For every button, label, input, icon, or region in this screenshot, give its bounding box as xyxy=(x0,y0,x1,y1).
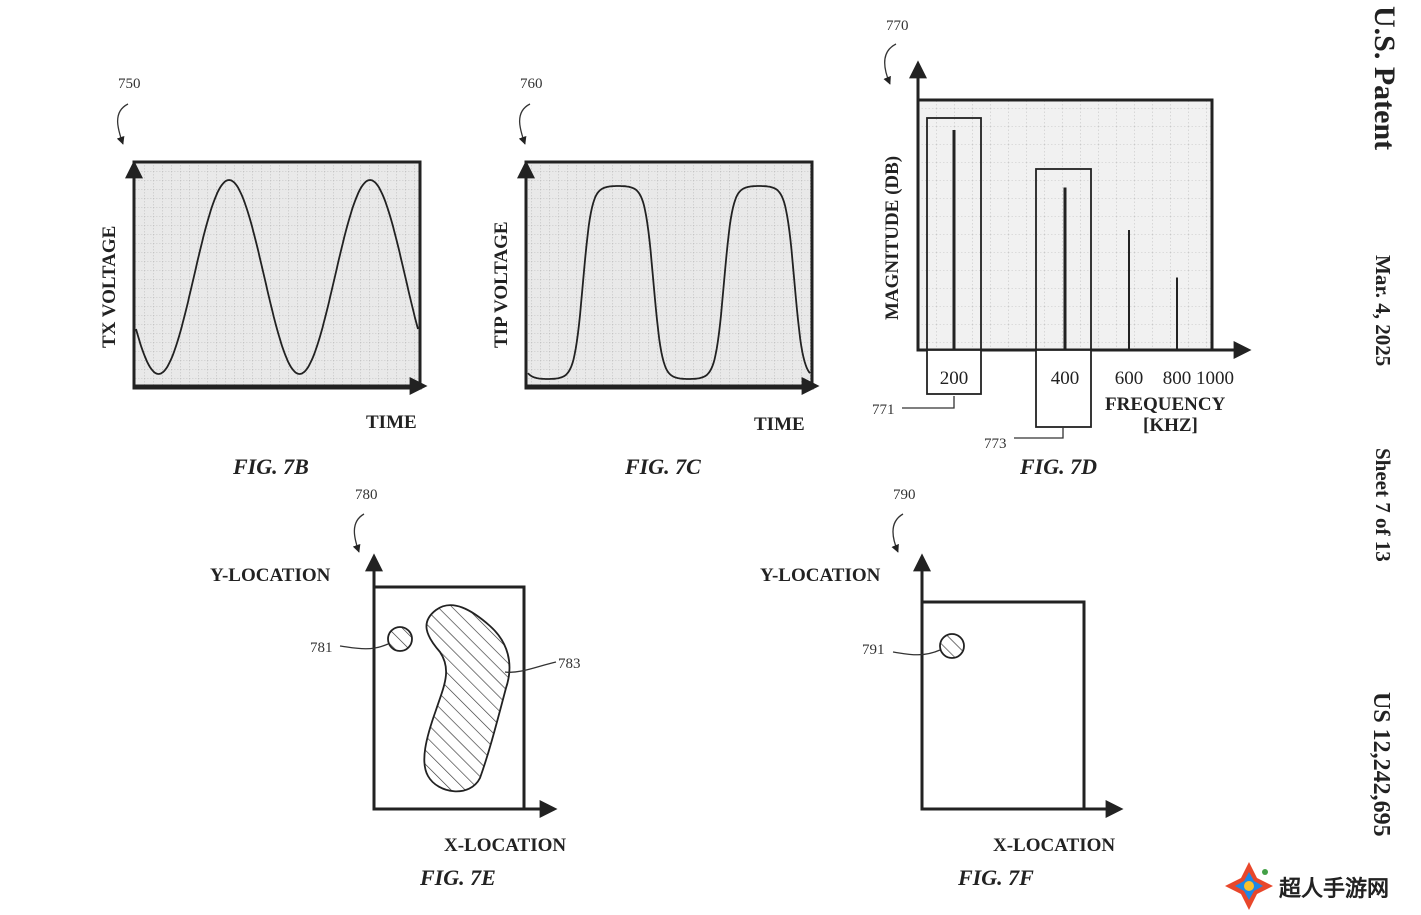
sheet-header: U.S. Patent Mar. 4, 2025 Sheet 7 of 13 U… xyxy=(1368,6,1401,837)
ref-783-leader xyxy=(504,661,557,673)
figure-7c: 760 TIP VOLTAGE TIME FIG. 7C xyxy=(491,76,820,479)
ref-773-leader xyxy=(1014,427,1064,439)
x-axis-label-7f: X-LOCATION xyxy=(993,835,1115,856)
x-axis-label-7b: TIME xyxy=(366,412,417,433)
tick-label-600: 600 xyxy=(1115,368,1144,389)
figure-7b: 750 TX VOLTAGE TIME FIG. 7B xyxy=(99,76,428,479)
watermark-logo-icon xyxy=(1225,862,1273,910)
ref-770: 770 xyxy=(886,18,909,34)
caption-7d: FIG. 7D xyxy=(1019,454,1097,479)
sensor-panel-7f xyxy=(920,600,1086,811)
ref-791: 791 xyxy=(862,642,885,658)
plot-area-7c xyxy=(526,162,812,388)
ref-771-leader xyxy=(902,396,955,409)
tick-label-200: 200 xyxy=(940,368,969,389)
ref-791-leader xyxy=(892,649,941,656)
x-axis-label-7e: X-LOCATION xyxy=(444,835,566,856)
ref-750-leader xyxy=(116,103,129,145)
sheet-number: Sheet 7 of 13 xyxy=(1371,448,1395,562)
y-axis-label-7e: Y-LOCATION xyxy=(210,565,331,586)
tip-voltage-waveform xyxy=(527,185,811,380)
ref-783: 783 xyxy=(558,656,581,672)
x-axis-label-7d: FREQUENCY xyxy=(1105,394,1226,415)
palm-contact-region-783 xyxy=(423,604,511,793)
y-axis-label-7f: Y-LOCATION xyxy=(760,565,881,586)
caption-7b: FIG. 7B xyxy=(232,454,309,479)
tick-label-1000: 1000 xyxy=(1196,368,1234,389)
ref-771: 771 xyxy=(872,402,895,418)
caption-7f: FIG. 7F xyxy=(957,865,1034,890)
stylus-tip-circle-781 xyxy=(387,626,413,652)
ref-750: 750 xyxy=(118,76,141,92)
ref-781: 781 xyxy=(310,640,333,656)
ref-760-leader xyxy=(518,103,531,145)
y-axis-label-7c: TIP VOLTAGE xyxy=(491,221,512,348)
ref-760: 760 xyxy=(520,76,543,92)
ref-780: 780 xyxy=(355,487,378,503)
ref-790: 790 xyxy=(893,487,916,503)
site-watermark: 超人手游网 xyxy=(1225,862,1389,910)
stylus-tip-circle-791 xyxy=(939,633,965,659)
patent-number: US 12,242,695 xyxy=(1368,692,1394,837)
x-axis-unit-7d: [KHZ] xyxy=(1143,415,1198,436)
caption-7e: FIG. 7E xyxy=(419,865,496,890)
tx-voltage-waveform xyxy=(135,179,419,375)
plot-area-7b xyxy=(134,162,420,388)
tick-label-800: 800 xyxy=(1163,368,1192,389)
figure-7f: 790 791 Y-LOCATION X-LOCATION FIG. 7F xyxy=(760,487,1124,890)
ref-781-leader xyxy=(339,643,389,650)
ref-773: 773 xyxy=(984,436,1007,452)
y-axis-label-7d: MAGNITUDE (DB) xyxy=(882,156,903,320)
watermark-text: 超人手游网 xyxy=(1279,876,1389,902)
ref-780-leader xyxy=(352,513,365,553)
ref-790-leader xyxy=(891,513,904,553)
caption-7c: FIG. 7C xyxy=(624,454,701,479)
ref-770-leader xyxy=(883,43,897,85)
frequency-peaks xyxy=(952,130,1178,350)
publication-date: Mar. 4, 2025 xyxy=(1371,255,1395,366)
tick-label-400: 400 xyxy=(1051,368,1080,389)
y-axis-label-7b: TX VOLTAGE xyxy=(99,226,120,348)
x-axis-label-7c: TIME xyxy=(754,414,805,435)
figure-7e: 780 781 783 Y-LOCATION X-LOCATION FIG. 7… xyxy=(210,487,581,890)
publication-title: U.S. Patent xyxy=(1368,6,1401,150)
